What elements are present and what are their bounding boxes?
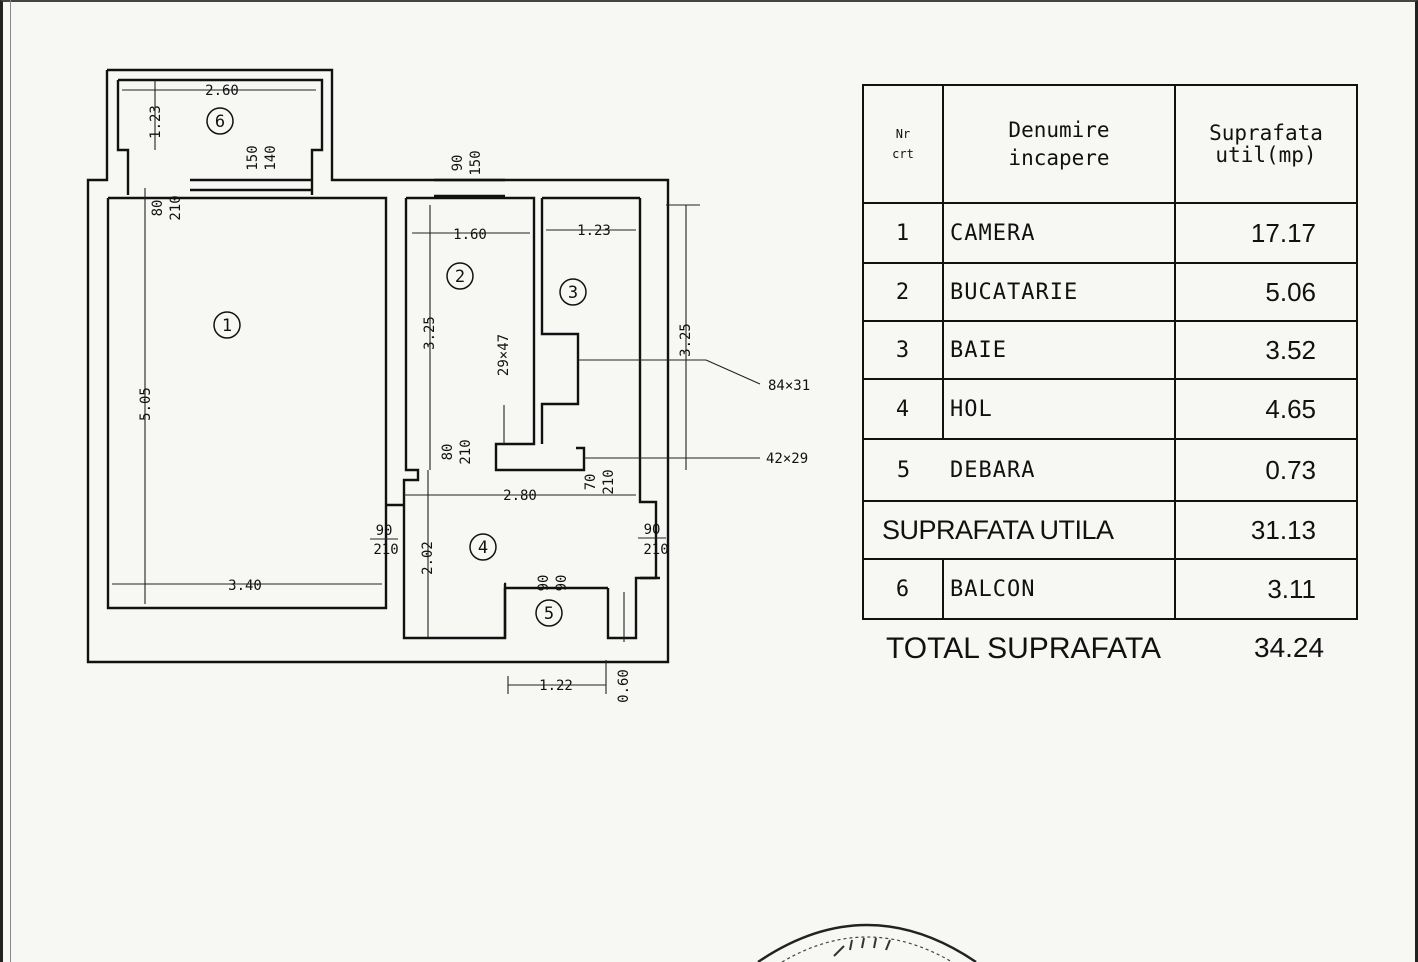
row-name: BAIE [944, 322, 1176, 378]
dim-bath-door-b: 210 [601, 469, 617, 494]
dim-closet-door-a: 90 [536, 575, 552, 592]
table-row: 5 DEBARA 0.73 [862, 440, 1358, 502]
header-area: Suprafata util(mp) [1176, 86, 1356, 202]
dimension-labels: 2.60 1.23 150 140 80 210 90 150 1.60 1.2… [138, 83, 810, 703]
table-subtotal-row: SUPRAFATA UTILA 31.13 [862, 502, 1358, 560]
room-2-circle [446, 262, 474, 290]
header-area-line2: util(mp) [1215, 143, 1317, 167]
balcony-nr: 6 [864, 560, 944, 618]
balcony-name: BALCON [944, 560, 1176, 618]
header-nr-line1: Nr [895, 127, 911, 141]
balcony-area: 3.11 [1267, 573, 1316, 604]
dim-shaft: 29×47 [496, 334, 512, 376]
subtotal-label: SUPRAFATA UTILA [864, 502, 1176, 558]
dim-balcony-depth: 1.23 [148, 105, 164, 139]
table-header-row: Nr crt Denumire incapere Suprafata util(… [862, 84, 1358, 204]
dim-balcony-door-b: 210 [168, 195, 184, 220]
dim-bath-width: 1.23 [577, 223, 611, 239]
row-area: 3.52 [1265, 334, 1316, 365]
header-nr-line2: crt [892, 147, 914, 161]
dim-hall-width: 2.80 [503, 488, 537, 504]
dim-hall-depth: 2.02 [420, 541, 436, 575]
table-row: 4 HOL 4.65 [862, 380, 1358, 440]
header-name-line1: Denumire [1008, 118, 1110, 142]
floor-plan: 1 2 3 4 5 6 2.60 1.23 150 140 80 210 90 … [86, 68, 810, 703]
row-nr: 2 [864, 264, 944, 320]
row-nr: 5 [896, 457, 912, 483]
header-nr: Nr crt [864, 86, 944, 202]
room-4-number: 4 [478, 538, 488, 558]
room-3-number: 3 [568, 283, 578, 303]
row-nr: 3 [864, 322, 944, 378]
room-labels: 1 2 3 4 5 6 [206, 107, 587, 627]
dim-closet-depth: 0.60 [616, 669, 632, 703]
stamp-seal [757, 923, 977, 962]
room-2-number: 2 [455, 267, 465, 287]
room-5-circle [535, 599, 563, 627]
room-1-circle [213, 311, 241, 339]
dim-kitchen-door-b: 210 [458, 439, 474, 464]
row-name: BUCATARIE [944, 264, 1176, 320]
dim-kitchen-window-a: 90 [450, 155, 466, 172]
dim-room1-depth: 5.05 [138, 387, 154, 421]
row-name: DEBARA [944, 440, 1176, 500]
dim-room1-door-a: 90 [376, 523, 393, 539]
row-name: HOL [944, 380, 1176, 438]
walls [86, 68, 670, 664]
dim-entry-door-a: 90 [644, 522, 661, 538]
total-area: 34.24 [1254, 632, 1325, 663]
dim-room1-width: 3.40 [228, 578, 262, 594]
dim-kitchen-window-b: 150 [468, 150, 484, 175]
table-row: 2 BUCATARIE 5.06 [862, 264, 1358, 322]
row-nr: 1 [864, 204, 944, 262]
scan-margin-line [10, 0, 11, 962]
row-area: 17.17 [1250, 217, 1316, 248]
row-area: 0.73 [1265, 454, 1316, 485]
room-1-number: 1 [222, 316, 232, 336]
dim-bath-depth: 3.25 [678, 323, 694, 357]
room-6-circle [206, 107, 234, 135]
dim-vent-2: 42×29 [766, 451, 808, 467]
dim-kitchen-door-a: 80 [440, 444, 456, 461]
dim-vent-1: 84×31 [768, 378, 810, 394]
room-5-number: 5 [544, 604, 554, 624]
dim-closet-width: 1.22 [539, 678, 573, 694]
dim-balcony-door-a: 80 [150, 200, 166, 217]
room-6-number: 6 [215, 112, 225, 132]
dim-balcony-window-a: 150 [245, 145, 261, 170]
dimension-lines [112, 80, 761, 694]
row-nr: 4 [864, 380, 944, 438]
dim-kitchen-width: 1.60 [453, 227, 487, 243]
dim-kitchen-depth: 3.25 [422, 316, 438, 350]
table-row: 3 BAIE 3.52 [862, 322, 1358, 380]
header-name: Denumire incapere [944, 86, 1176, 202]
dim-closet-door-b: 90 [554, 575, 570, 592]
total-label: TOTAL SUPRAFATA [886, 632, 1162, 665]
total-surface: TOTAL SUPRAFATA 34.24 [886, 632, 1346, 672]
table-balcony-row: 6 BALCON 3.11 [862, 560, 1358, 620]
dim-balcony-width: 2.60 [205, 83, 239, 99]
header-name-line2: incapere [1008, 146, 1110, 170]
dim-balcony-window-b: 140 [263, 145, 279, 170]
dim-bath-door-a: 70 [583, 474, 599, 491]
row-area: 4.65 [1265, 393, 1316, 424]
room-3-circle [559, 278, 587, 306]
header-area-line1: Suprafata [1209, 121, 1323, 145]
table-row: 1 CAMERA 17.17 [862, 204, 1358, 264]
subtotal-area: 31.13 [1250, 514, 1316, 545]
dim-entry-door-b: 210 [643, 542, 668, 558]
room-4-circle [469, 533, 497, 561]
row-area: 5.06 [1265, 276, 1316, 307]
row-name: CAMERA [944, 204, 1176, 262]
dim-room1-door-b: 210 [373, 542, 398, 558]
